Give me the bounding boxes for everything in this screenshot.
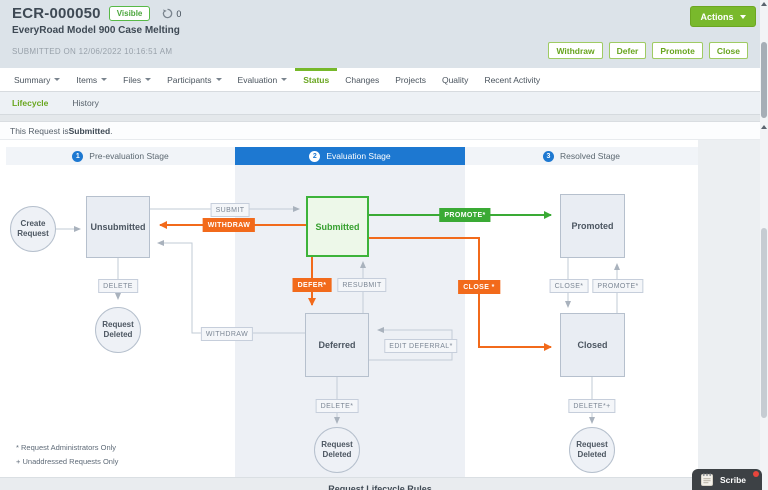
stage-number-badge: 1: [72, 150, 84, 162]
tab-changes[interactable]: Changes: [337, 68, 387, 91]
node-request-deleted-pre: Request Deleted: [95, 307, 141, 353]
watch-count: 0: [176, 8, 182, 19]
tab-label: Summary: [14, 74, 51, 85]
tab-label: Recent Activity: [484, 74, 541, 85]
tab-label: Files: [123, 74, 142, 85]
transition-resubmit: RESUBMIT: [337, 278, 387, 292]
page-title: ECR-000050: [12, 5, 101, 22]
stage-number-badge: 3: [542, 150, 554, 162]
tab-label: Participants: [167, 74, 212, 85]
scrollbar-thumb[interactable]: [761, 42, 767, 118]
status-state: Submitted: [68, 125, 111, 136]
chevron-down-icon: [101, 78, 108, 81]
tab-label: Quality: [441, 74, 469, 85]
transition-close: CLOSE *: [458, 280, 500, 294]
tab-label: Items: [76, 74, 98, 85]
tab-quality[interactable]: Quality: [434, 68, 476, 91]
promote-button[interactable]: Promote: [652, 42, 703, 59]
transition-edit-deferral: EDIT DEFERRAL*: [384, 339, 458, 353]
footnote-admins-only: * Request Administrators Only: [16, 443, 116, 452]
chevron-down-icon: [54, 78, 61, 81]
footnote-unaddressed-only: + Unaddressed Requests Only: [16, 457, 118, 466]
transition-withdraw: WITHDRAW: [202, 218, 256, 232]
footnote-text: Unaddressed Requests Only: [22, 457, 119, 466]
stage-header-pre-evaluation: 1 Pre-evaluation Stage: [6, 147, 235, 165]
tab-label: Status: [303, 74, 330, 85]
actions-button[interactable]: Actions: [690, 6, 756, 27]
node-promoted: Promoted: [560, 194, 625, 258]
status-suffix: .: [110, 125, 113, 136]
transition-withdraw-from-deferred: WITHDRAW: [200, 327, 254, 341]
scroll-up-icon[interactable]: [761, 2, 767, 6]
node-request-deleted-eval: Request Deleted: [314, 427, 360, 473]
transition-delete-closed: DELETE*+: [568, 399, 616, 413]
scribe-label: Scribe: [720, 474, 746, 485]
node-request-deleted-resolved: Request Deleted: [569, 427, 615, 473]
submitted-on-text: SUBMITTED ON 12/06/2022 10:16:51 AM: [12, 47, 173, 56]
watch-counter[interactable]: 0: [162, 8, 181, 19]
chevron-down-icon: [215, 78, 222, 81]
tab-projects[interactable]: Projects: [387, 68, 434, 91]
stage-label: Resolved Stage: [559, 151, 620, 161]
transition-defer: DEFER*: [292, 278, 332, 292]
node-deferred: Deferred: [305, 313, 369, 377]
status-subtab-bar: Lifecycle History: [0, 92, 760, 114]
next-section-title: Request Lifecycle Rules: [328, 484, 432, 490]
chevron-down-icon: [739, 14, 746, 19]
notepad-icon: [701, 473, 713, 486]
tab-status[interactable]: Status: [295, 68, 338, 91]
node-create-request: Create Request: [10, 206, 56, 252]
status-prefix: This Request is: [10, 125, 69, 136]
pane-scrollbar-thumb[interactable]: [761, 228, 767, 418]
transition-submit: SUBMIT: [210, 203, 250, 217]
chevron-down-icon: [281, 78, 288, 81]
transition-delete-unsubmitted: DELETE: [98, 279, 138, 293]
stage-number-badge: 2: [309, 150, 321, 162]
node-closed: Closed: [560, 313, 625, 377]
tab-recent-activity[interactable]: Recent Activity: [476, 68, 548, 91]
scribe-widget[interactable]: Scribe: [692, 469, 762, 490]
tab-evaluation[interactable]: Evaluation: [230, 68, 296, 91]
chevron-down-icon: [145, 78, 152, 81]
status-message: This Request is Submitted.: [0, 122, 760, 140]
node-unsubmitted: Unsubmitted: [86, 196, 150, 258]
pane-scroll-up-icon[interactable]: [761, 125, 767, 129]
close-button[interactable]: Close: [708, 42, 748, 59]
transition-close-promoted: CLOSE*: [549, 279, 589, 293]
refresh-circle-icon: [163, 8, 173, 19]
transition-delete-deferred: DELETE*: [315, 399, 359, 413]
stage-label: Pre-evaluation Stage: [89, 151, 169, 161]
notification-dot: [753, 471, 759, 477]
stage-header-evaluation: 2 Evaluation Stage: [235, 147, 465, 165]
tab-items[interactable]: Items: [68, 68, 115, 91]
visibility-badge: Visible: [108, 6, 151, 21]
page-header: ECR-000050 Visible 0 EveryRoad Model 900…: [0, 0, 760, 68]
footnote-marker: *: [16, 443, 19, 452]
tab-summary[interactable]: Summary: [6, 68, 68, 91]
section-divider: [0, 114, 760, 122]
transition-promote: PROMOTE*: [439, 208, 491, 222]
stage-header-resolved: 3 Resolved Stage: [465, 147, 698, 165]
footnote-marker: +: [16, 457, 21, 466]
withdraw-button[interactable]: Withdraw: [548, 42, 603, 59]
tab-label: Projects: [395, 74, 426, 85]
main-tab-bar: Summary Items Files Participants Evaluat…: [0, 68, 760, 92]
request-subtitle: EveryRoad Model 900 Case Melting: [12, 25, 180, 36]
subtab-lifecycle[interactable]: Lifecycle: [12, 98, 49, 108]
next-section-band: Request Lifecycle Rules: [0, 477, 768, 490]
node-submitted-current: Submitted: [306, 196, 369, 257]
tab-label: Evaluation: [237, 74, 278, 85]
subtab-history[interactable]: History: [72, 98, 99, 108]
footnote-text: Request Administrators Only: [21, 443, 117, 452]
transition-promote-closed: PROMOTE*: [592, 279, 644, 293]
tab-files[interactable]: Files: [115, 68, 159, 91]
actions-button-label: Actions: [700, 11, 734, 22]
defer-button[interactable]: Defer: [608, 42, 647, 59]
tab-label: Changes: [345, 74, 380, 85]
stage-label: Evaluation Stage: [326, 151, 391, 161]
tab-participants[interactable]: Participants: [159, 68, 229, 91]
